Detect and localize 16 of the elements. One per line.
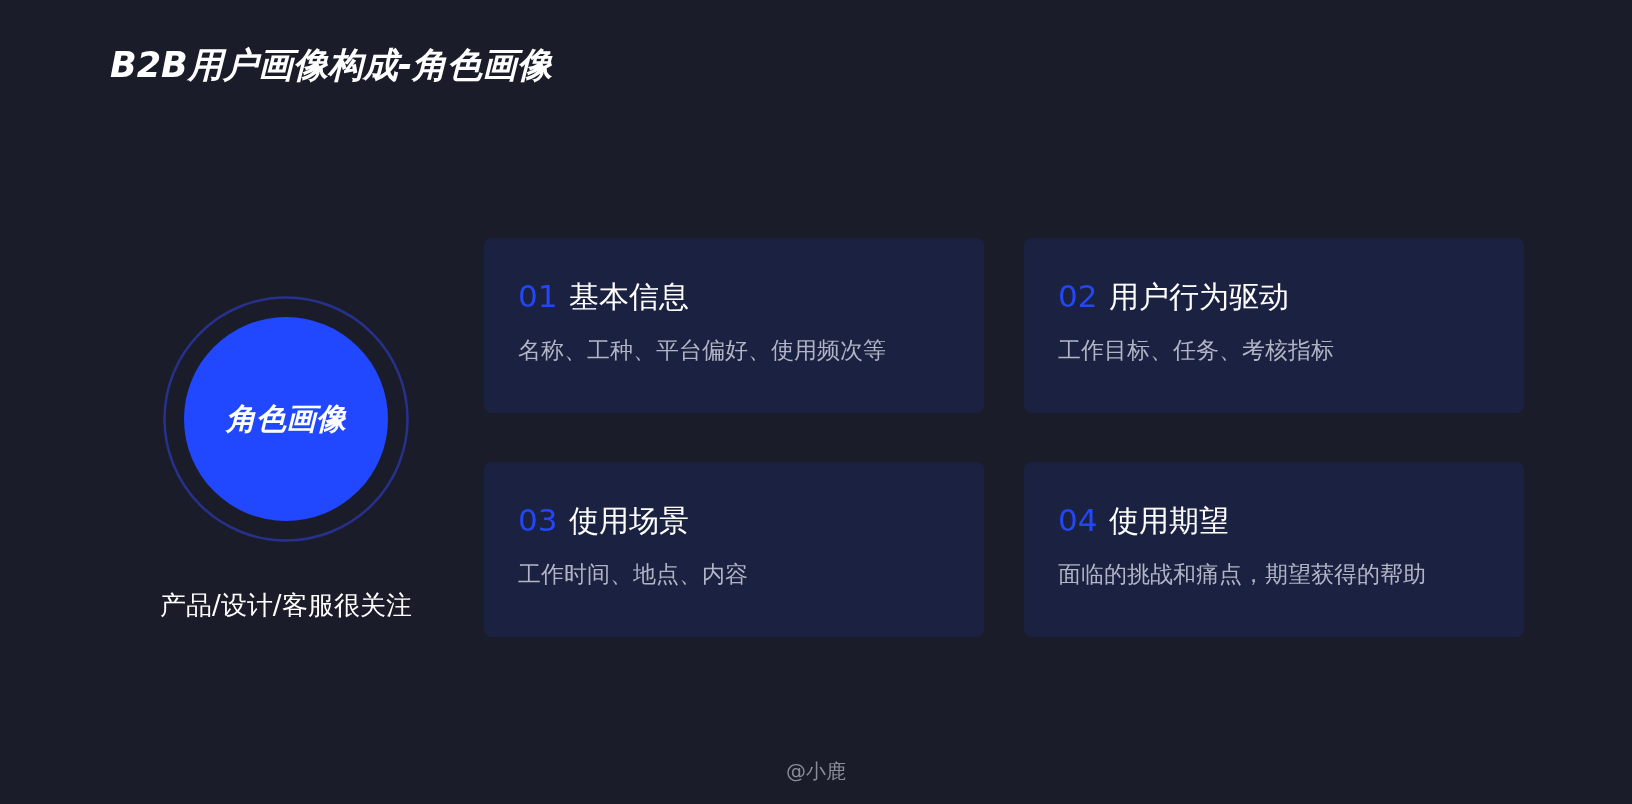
card-title: 使用场景 bbox=[569, 503, 690, 539]
card-number: 03 bbox=[518, 502, 558, 540]
card-title: 使用期望 bbox=[1109, 503, 1230, 539]
circle-caption: 产品/设计/客服很关注 bbox=[160, 590, 412, 622]
author-credit: @小鹿 bbox=[786, 759, 846, 783]
circle-label: 角色画像 bbox=[225, 399, 346, 438]
card-number: 01 bbox=[518, 278, 558, 316]
card-description: 工作时间、地点、内容 bbox=[518, 561, 749, 589]
card-number: 02 bbox=[1058, 278, 1098, 316]
card-description: 面临的挑战和痛点，期望获得的帮助 bbox=[1058, 561, 1427, 589]
card-title: 基本信息 bbox=[569, 279, 690, 315]
card-description: 名称、工种、平台偏好、使用频次等 bbox=[518, 337, 887, 365]
page-title: B2B用户画像构成-角色画像 bbox=[110, 44, 553, 86]
card-description: 工作目标、任务、考核指标 bbox=[1058, 337, 1335, 365]
card-title: 用户行为驱动 bbox=[1109, 279, 1290, 315]
card-number: 04 bbox=[1058, 502, 1098, 540]
